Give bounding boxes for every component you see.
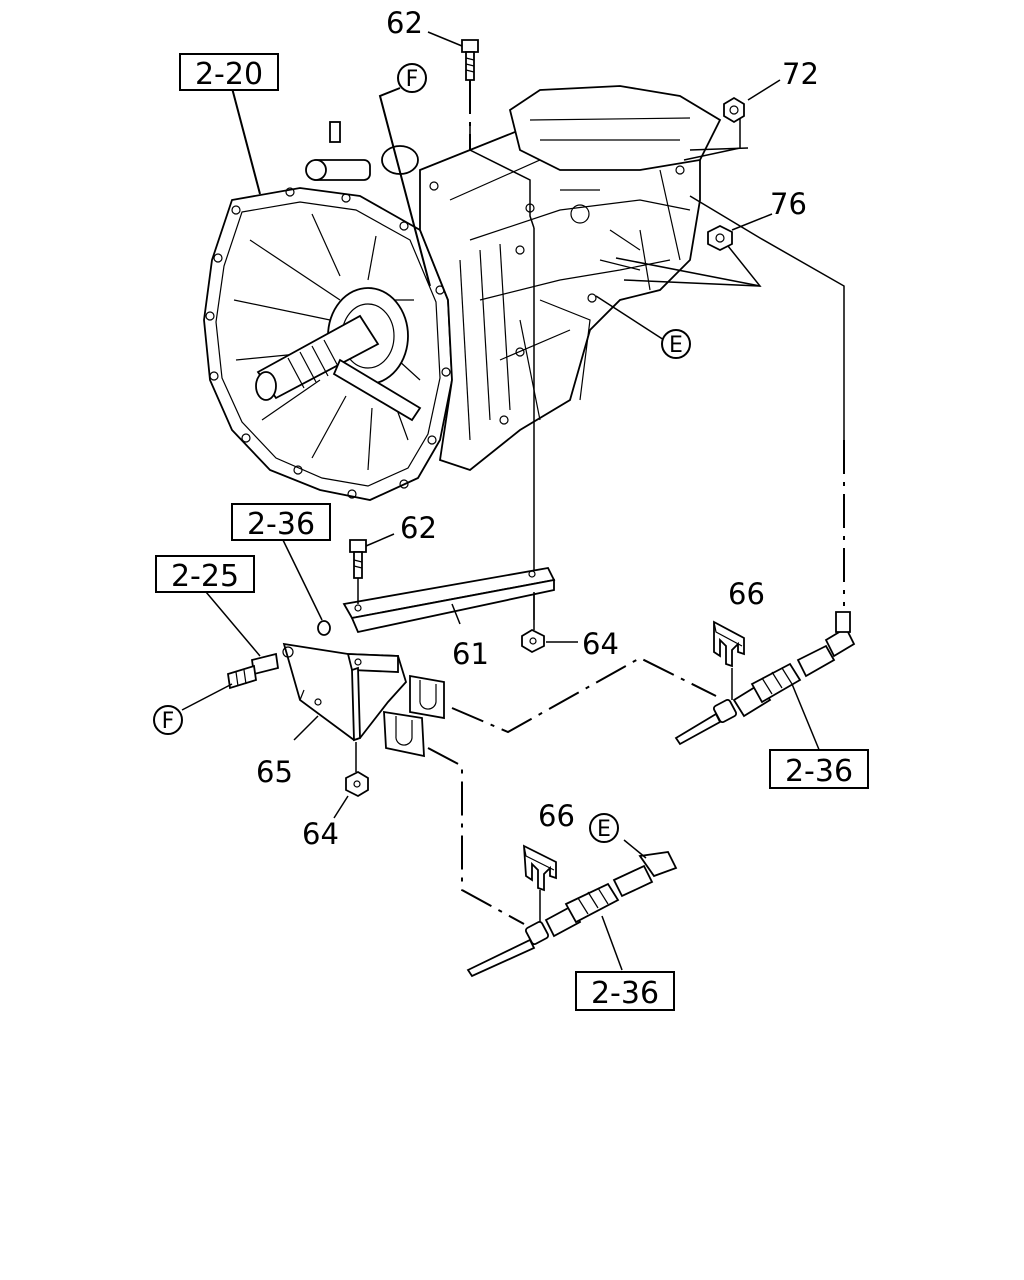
circle-marker-e-bottom: E	[589, 813, 619, 843]
ref-box-2-36-top: 2-36	[231, 503, 331, 542]
marker-e-bottom-text: E	[597, 817, 611, 842]
part-label-65: 65	[256, 755, 293, 789]
ref-2-20-text: 2-20	[195, 57, 263, 92]
part-label-62-mid: 62	[400, 511, 437, 545]
marker-f-left-text: F	[162, 709, 175, 734]
leader-72-label	[747, 79, 781, 101]
circle-marker-e-right: E	[661, 329, 691, 359]
clip-66-bottom	[522, 844, 557, 892]
bolt-62-mid	[349, 539, 367, 579]
leader-e-bottom	[623, 839, 647, 859]
leader-cable-right	[689, 195, 845, 440]
leader-2-20	[231, 87, 261, 195]
leader-2-36-right	[791, 683, 821, 753]
leader-76-label	[731, 213, 773, 231]
marker-f-top-text: F	[406, 67, 419, 92]
bolt-62-top	[461, 39, 479, 81]
bracket-65	[282, 642, 445, 758]
leader-72-b	[689, 147, 749, 151]
nut-72	[723, 96, 745, 124]
part-label-61: 61	[452, 637, 489, 671]
stud-2-25	[227, 652, 280, 690]
part-label-64-right: 64	[582, 627, 619, 661]
marker-e-right-text: E	[669, 333, 683, 358]
leader-64-left-label	[333, 795, 349, 819]
leader-61	[451, 603, 461, 625]
leader-e-right	[595, 295, 665, 341]
circle-marker-f-top: F	[397, 63, 427, 93]
leader-76-b	[615, 257, 761, 287]
route-lower-cable	[427, 747, 525, 925]
ref-box-2-36-right: 2-36	[769, 749, 869, 789]
ref-2-36-right-text: 2-36	[785, 754, 853, 789]
ref-2-36-top-text: 2-36	[247, 507, 315, 542]
ref-box-2-36-bottom: 2-36	[575, 971, 675, 1011]
part-label-62-top: 62	[386, 6, 423, 40]
bracket-61	[342, 566, 556, 634]
part-label-66-bottom: 66	[538, 799, 575, 833]
ref-box-2-25: 2-25	[155, 555, 255, 594]
leader-f-left	[181, 683, 233, 711]
part-label-76: 76	[770, 187, 807, 221]
ref-2-25-text: 2-25	[171, 559, 239, 594]
washer-2-36	[317, 620, 331, 636]
part-label-72: 72	[782, 57, 819, 91]
nut-64-right	[521, 628, 545, 654]
leader-65	[293, 715, 319, 741]
leader-2-36-top	[281, 537, 323, 621]
leader-2-25	[205, 591, 261, 657]
ref-2-36-bottom-text: 2-36	[591, 976, 659, 1011]
clip-66-right	[713, 620, 745, 668]
nut-76	[707, 224, 733, 252]
leader-2-36-bottom	[601, 915, 623, 971]
leader-f-top	[378, 87, 431, 287]
leader-62-mid	[365, 533, 395, 547]
part-label-66-right: 66	[728, 577, 765, 611]
route-upper-cable	[451, 656, 717, 734]
nut-64-left	[345, 770, 369, 798]
circle-marker-f-left: F	[153, 705, 183, 735]
transmission-housing	[203, 85, 722, 501]
cable-right	[674, 611, 856, 746]
leader-62-top-label	[427, 31, 463, 47]
ref-box-2-20: 2-20	[179, 53, 279, 92]
cable-bottom	[466, 851, 678, 978]
part-label-64-left: 64	[302, 817, 339, 851]
